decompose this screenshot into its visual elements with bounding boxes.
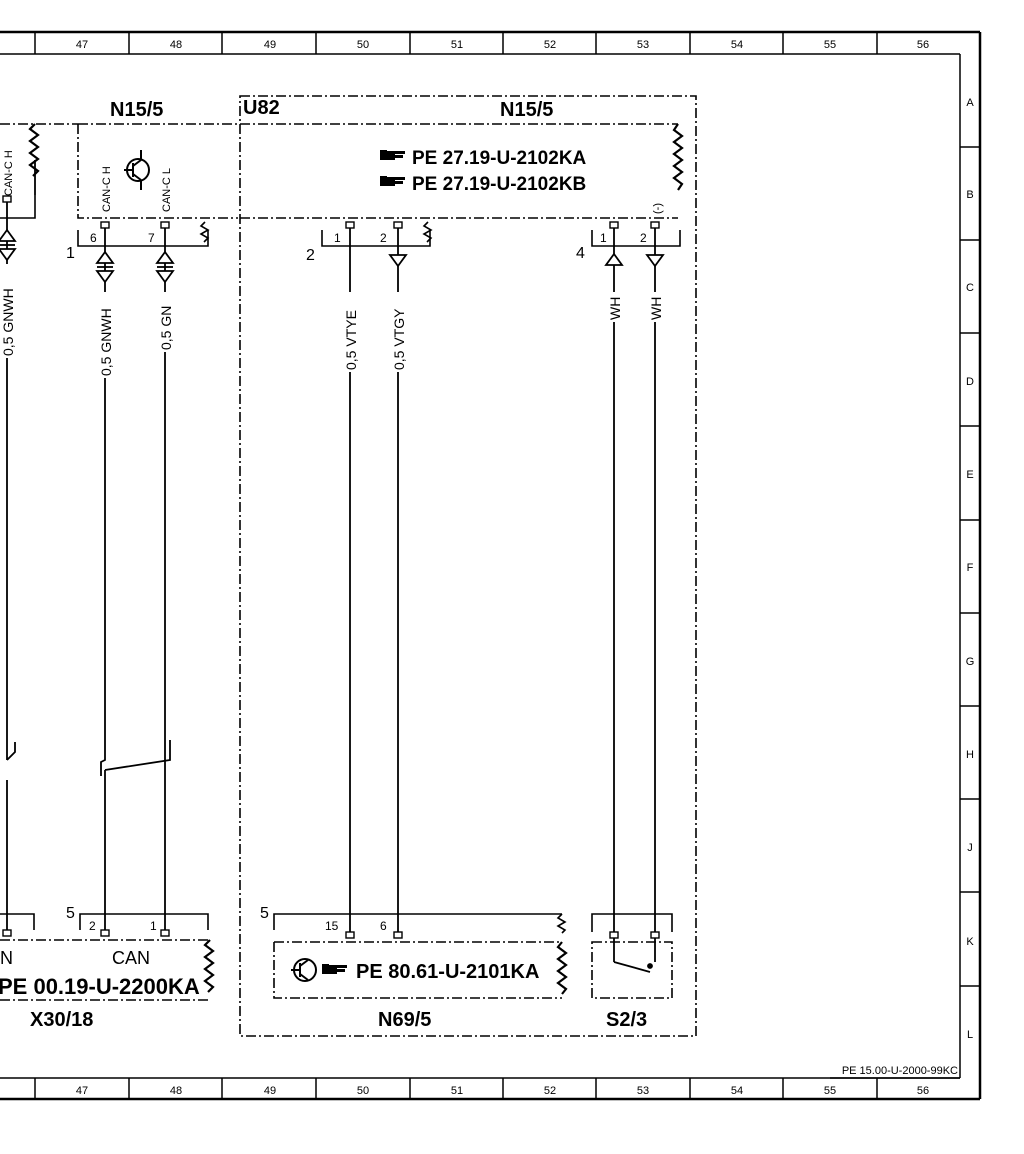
u82-module-box [239, 95, 697, 1037]
wire-label-gnwh: 0,5 GNWH [98, 308, 114, 376]
u82-title: U82 [243, 97, 280, 119]
connector-4-label: 4 [576, 245, 585, 262]
wire-label-vtye: 0,5 VTYE [343, 310, 359, 370]
grid-row-label: L [967, 1029, 973, 1041]
reference-27-19-ka: PE 27.19-U-2102KA [412, 148, 587, 169]
grid-col-label: 52 [544, 39, 556, 51]
ground-break-icon [28, 123, 684, 995]
connector-s23-housing [591, 913, 673, 932]
grid-col-label: 50 [357, 39, 369, 51]
n15-right-title: N15/5 [500, 99, 553, 121]
s23-module-box [591, 941, 673, 999]
wire-gnwh [100, 228, 171, 930]
wire-label-gnwh-edge: 0,5 GNWH [0, 288, 16, 356]
pointing-hand-icon [380, 176, 405, 186]
grid-col-label: 48 [170, 39, 182, 51]
n69-reference: PE 80.61-U-2101KA [356, 961, 539, 983]
down-arrow-icon [645, 254, 665, 268]
connector-5-n69-housing [273, 913, 562, 930]
grid-col-label: 48 [170, 1085, 182, 1097]
connector-4-housing [591, 230, 681, 247]
can-l-label: CAN-C L [161, 168, 173, 212]
grid-row-label: G [966, 656, 975, 668]
connector-edge-bottom-housing [0, 913, 35, 930]
connector-edge-housing [0, 195, 36, 219]
connector-1-label: 1 [66, 245, 75, 262]
grid-col-label: 56 [917, 1085, 929, 1097]
pin-label: 2 [640, 231, 647, 245]
reference-27-19-kb: PE 27.19-U-2102KB [412, 174, 586, 195]
grid-row-label: D [966, 376, 974, 388]
wire-label-gn: 0,5 GN [158, 306, 174, 350]
grid-row-label: H [966, 749, 974, 761]
bidirectional-arrow-icon [95, 250, 115, 284]
wire-label-wh-1: WH [607, 297, 623, 320]
connector-1-housing [77, 230, 209, 247]
connector-5-left-label: 5 [66, 905, 75, 922]
grid-row-label: A [966, 97, 974, 109]
grid-col-label: 49 [264, 39, 276, 51]
edge-n-label: N [0, 948, 13, 968]
x30-title: X30/18 [30, 1009, 93, 1031]
minus-pin-label: (-) [652, 203, 664, 214]
grid-col-label: 51 [451, 1085, 463, 1097]
grid-col-label: 50 [357, 1085, 369, 1097]
connector-5-x30-housing [79, 913, 209, 930]
connector-2-label: 2 [306, 247, 315, 264]
grid-col-label: 49 [264, 1085, 276, 1097]
grid-col-label: 53 [637, 39, 649, 51]
grid-col-label: 54 [731, 39, 743, 51]
bidirectional-arrow-icon [155, 250, 175, 284]
grid-row-label: F [967, 562, 974, 574]
grid-row-label: E [966, 469, 973, 481]
grid-col-label: 47 [76, 1085, 88, 1097]
grid-col-label: 56 [917, 39, 929, 51]
pin-label: 6 [380, 919, 387, 933]
pin-label: 6 [90, 231, 97, 245]
pin-label: 1 [150, 919, 157, 933]
grid-row-label: J [967, 842, 973, 854]
can-h-label: CAN-C H [101, 166, 113, 212]
transistor-icon [124, 150, 150, 190]
grid-row-label: B [966, 189, 973, 201]
can-label: CAN [112, 948, 150, 968]
grid-col-label: 55 [824, 1085, 836, 1097]
wire-label-wh-2: WH [648, 297, 664, 320]
pin-label: 1 [334, 231, 341, 245]
grid-col-label: 51 [451, 39, 463, 51]
n15-right-module-box [0, 123, 678, 219]
pin-label: 1 [600, 231, 607, 245]
grid-col-label: 52 [544, 1085, 556, 1097]
down-arrow-icon [388, 254, 408, 268]
pin-label: 2 [89, 919, 96, 933]
pointing-hand-icon [322, 964, 347, 974]
pin-label: 15 [325, 919, 339, 933]
grid-row-label: K [966, 936, 974, 948]
bidirectional-arrow-icon [0, 228, 17, 262]
grid-col-label: 53 [637, 1085, 649, 1097]
s23-title: S2/3 [606, 1009, 647, 1031]
up-arrow-icon [604, 252, 624, 266]
switch-icon [613, 938, 656, 973]
wire-label-vtgy: 0,5 VTGY [391, 308, 407, 370]
grid-row-label: C [966, 282, 974, 294]
connector-5-right-label: 5 [260, 905, 269, 922]
grid-col-label: 47 [76, 39, 88, 51]
x30-module-box [0, 939, 210, 1001]
can-h-edge-label: CAN-C H [3, 150, 15, 196]
pin-label: 7 [148, 231, 155, 245]
pin-label: 2 [380, 231, 387, 245]
grid-col-label: 55 [824, 39, 836, 51]
n15-left-module-box [77, 123, 238, 219]
footer-reference: PE 15.00-U-2000-99KC [842, 1065, 958, 1077]
n69-title: N69/5 [378, 1009, 431, 1031]
n15-left-title: N15/5 [110, 99, 163, 121]
pointing-hand-icon [380, 150, 405, 160]
grid-col-label: 54 [731, 1085, 743, 1097]
x30-reference: PE 00.19-U-2200KA [0, 974, 200, 999]
transistor-icon [291, 958, 317, 982]
n69-module-box [273, 941, 562, 999]
